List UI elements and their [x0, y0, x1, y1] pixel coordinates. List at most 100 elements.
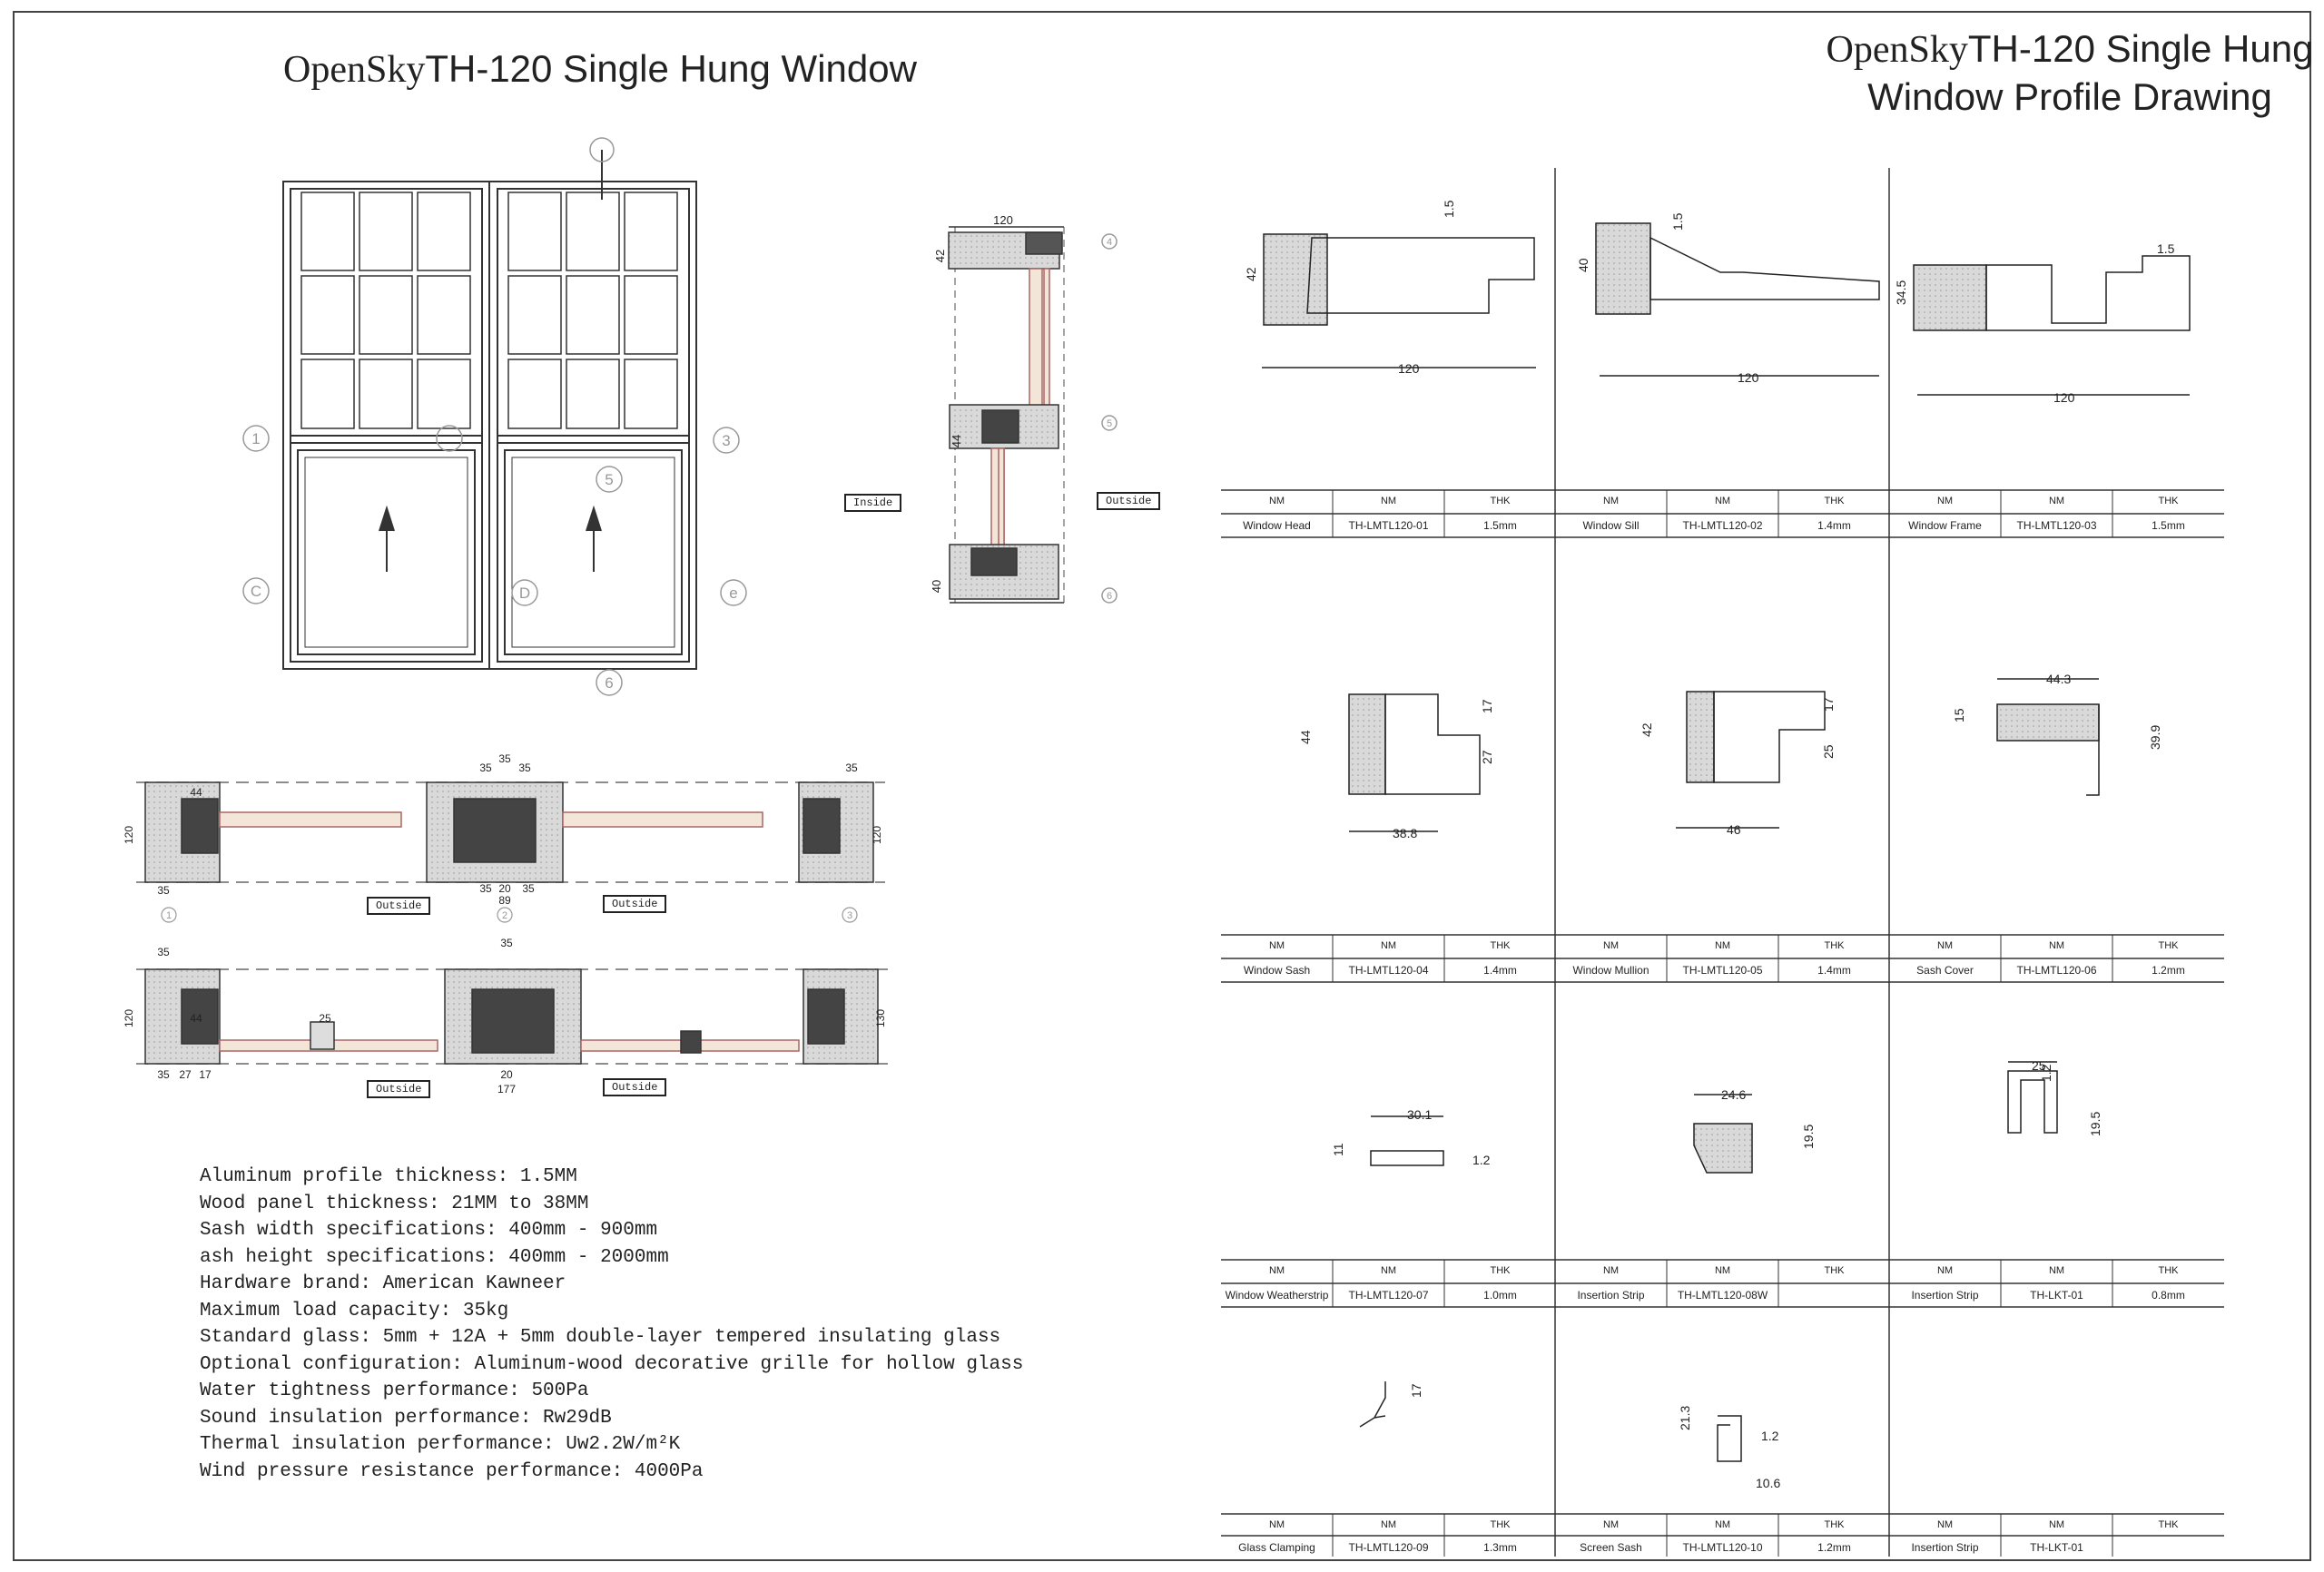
table-header-c1: NM [1936, 1265, 1954, 1276]
profile-name: Window Weatherstrip [1225, 1289, 1329, 1302]
profile-dimension: 120 [1398, 361, 1420, 376]
table-header-c1: NM [1268, 940, 1285, 951]
outside-tag-plan-top-2: Outside [603, 895, 667, 913]
profile-name: Insertion Strip [1577, 1289, 1645, 1302]
table-header-c2: NM [1380, 1519, 1397, 1530]
elevation-callouts [242, 137, 747, 696]
table-header-c1: NM [1602, 940, 1620, 951]
callout-top [589, 137, 615, 162]
table-header-c3: THK [1490, 1519, 1511, 1530]
profile-dimension: 17 [1821, 697, 1836, 712]
spec-line: Thermal insulation performance: Uw2.2W/m… [200, 1434, 681, 1455]
profile-name: Screen Sash [1580, 1541, 1642, 1554]
profile-name: Glass Clamping [1238, 1541, 1315, 1554]
table-header-c3: THK [2158, 1519, 2179, 1530]
callout-e [720, 579, 747, 606]
profile-dimension: 44 [1298, 730, 1313, 744]
profile-name: Window Mullion [1572, 964, 1649, 977]
table-header-c3: THK [1824, 940, 1845, 951]
profile-code: TH-LMTL120-08W [1677, 1289, 1768, 1302]
upper-grille-left [300, 192, 471, 429]
plan-top-dim-35e: 35 [479, 882, 492, 895]
plan-bottom-dim-44: 44 [190, 1012, 202, 1025]
spec-line: Water tightness performance: 500Pa [200, 1380, 589, 1401]
table-header-c3: THK [2158, 940, 2179, 951]
plan-top-dim-35g: 35 [845, 761, 858, 774]
profile-name: Window Sash [1243, 964, 1311, 977]
profile-dimension: 25 [2032, 1058, 2046, 1073]
profile-dimension: 1.2 [1472, 1153, 1491, 1167]
profile-dimension: 17 [1409, 1383, 1423, 1398]
profile-dimension: 21.3 [1678, 1405, 1692, 1430]
spec-line: Standard glass: 5mm + 12A + 5mm double-l… [200, 1327, 1001, 1348]
callout-6 [596, 669, 623, 696]
callout-3 [713, 427, 740, 454]
plan-bottom-dim-35c: 35 [157, 1068, 170, 1081]
profile-dimension: 1.2 [1761, 1429, 1779, 1443]
plan-bottom-dim-35b: 35 [500, 937, 513, 949]
profile-thickness: 1.4mm [1817, 519, 1851, 532]
profile-dimension: 44.3 [2046, 672, 2072, 686]
callout-5-text: 5 [605, 471, 613, 488]
outside-tag-plan-bottom-2: Outside [603, 1078, 667, 1096]
profile-dimension: 1.5 [2157, 241, 2175, 256]
profile-dimension: 1.5 [1442, 200, 1456, 218]
table-header-c1: NM [1602, 1519, 1620, 1530]
plan-callout-3-text: 3 [847, 910, 852, 921]
plan-top-dim-44: 44 [190, 786, 202, 799]
profile-code: TH-LKT-01 [2030, 1289, 2083, 1302]
profile-dimension: 42 [1640, 722, 1654, 737]
table-header-c3: THK [1824, 496, 1845, 506]
upper-grille-right [507, 192, 678, 429]
profile-dimension: 10.6 [1756, 1476, 1781, 1490]
profile-window-mullion-drawing [1686, 691, 1715, 783]
profile-dimension: 30.1 [1407, 1107, 1433, 1122]
profile-dimension: 11 [1331, 1143, 1345, 1156]
profile-code: TH-LMTL120-04 [1348, 964, 1429, 977]
profile-window-weatherstrip-drawing [1370, 1150, 1444, 1166]
plan-top-dim-35c: 35 [498, 752, 511, 765]
profile-dimension: 17 [1480, 699, 1494, 713]
section-callout-6-text: 6 [1107, 591, 1112, 602]
profile-name: Insertion Strip [1911, 1289, 1979, 1302]
callout-d-text: D [519, 585, 530, 602]
profile-table-grid [1221, 168, 2224, 1557]
spec-line: Wood panel thickness: 21MM to 38MM [200, 1193, 589, 1214]
profile-glass-clamping-drawing [1359, 1381, 1386, 1428]
plan-top-dim-right-120: 120 [871, 826, 883, 844]
section-dim-44: 44 [950, 435, 963, 447]
callout-c-text: C [251, 583, 261, 600]
table-header-c3: THK [1824, 1519, 1845, 1530]
profile-thickness: 1.0mm [1483, 1289, 1517, 1302]
spec-line: Aluminum profile thickness: 1.5MM [200, 1166, 577, 1187]
callout-3-text: 3 [722, 432, 730, 449]
profile-window-sash-drawing [1348, 693, 1386, 795]
plan-top-dim-35d: 35 [518, 761, 531, 774]
profile-name: Window Frame [1908, 519, 1982, 532]
table-header-c2: NM [2048, 1519, 2065, 1530]
profile-code: TH-LKT-01 [2030, 1541, 2083, 1554]
profile-code: TH-LMTL120-03 [2016, 519, 2097, 532]
plan-section-bottom [136, 968, 890, 1065]
profile-thickness: 1.5mm [2152, 519, 2185, 532]
profile-name: Window Sill [1582, 519, 1640, 532]
profile-code: TH-LMTL120-01 [1348, 519, 1429, 532]
profile-insertion-strip-08w-drawing [1693, 1123, 1753, 1174]
plan-bottom-dim-27: 27 [179, 1068, 192, 1081]
profile-dimension: 39.9 [2148, 724, 2162, 750]
profile-dimension: 15 [1952, 708, 1966, 722]
plan-bottom-dim-35a: 35 [157, 946, 170, 958]
table-header-c2: NM [2048, 496, 2065, 506]
profile-code: TH-LMTL120-05 [1682, 964, 1763, 977]
section-dim-40: 40 [930, 580, 943, 593]
table-header-c2: NM [1380, 1265, 1397, 1276]
profile-dimension: 120 [1738, 370, 1759, 385]
section-dim-42: 42 [933, 250, 947, 262]
spec-line: Optional configuration: Aluminum-wood de… [200, 1353, 1024, 1375]
profile-dimension: 19.5 [2088, 1111, 2102, 1136]
table-header-c2: NM [1714, 1519, 1731, 1530]
profile-code: TH-LMTL120-09 [1348, 1541, 1429, 1554]
table-header-c3: THK [2158, 1265, 2179, 1276]
table-header-c3: THK [1490, 940, 1511, 951]
